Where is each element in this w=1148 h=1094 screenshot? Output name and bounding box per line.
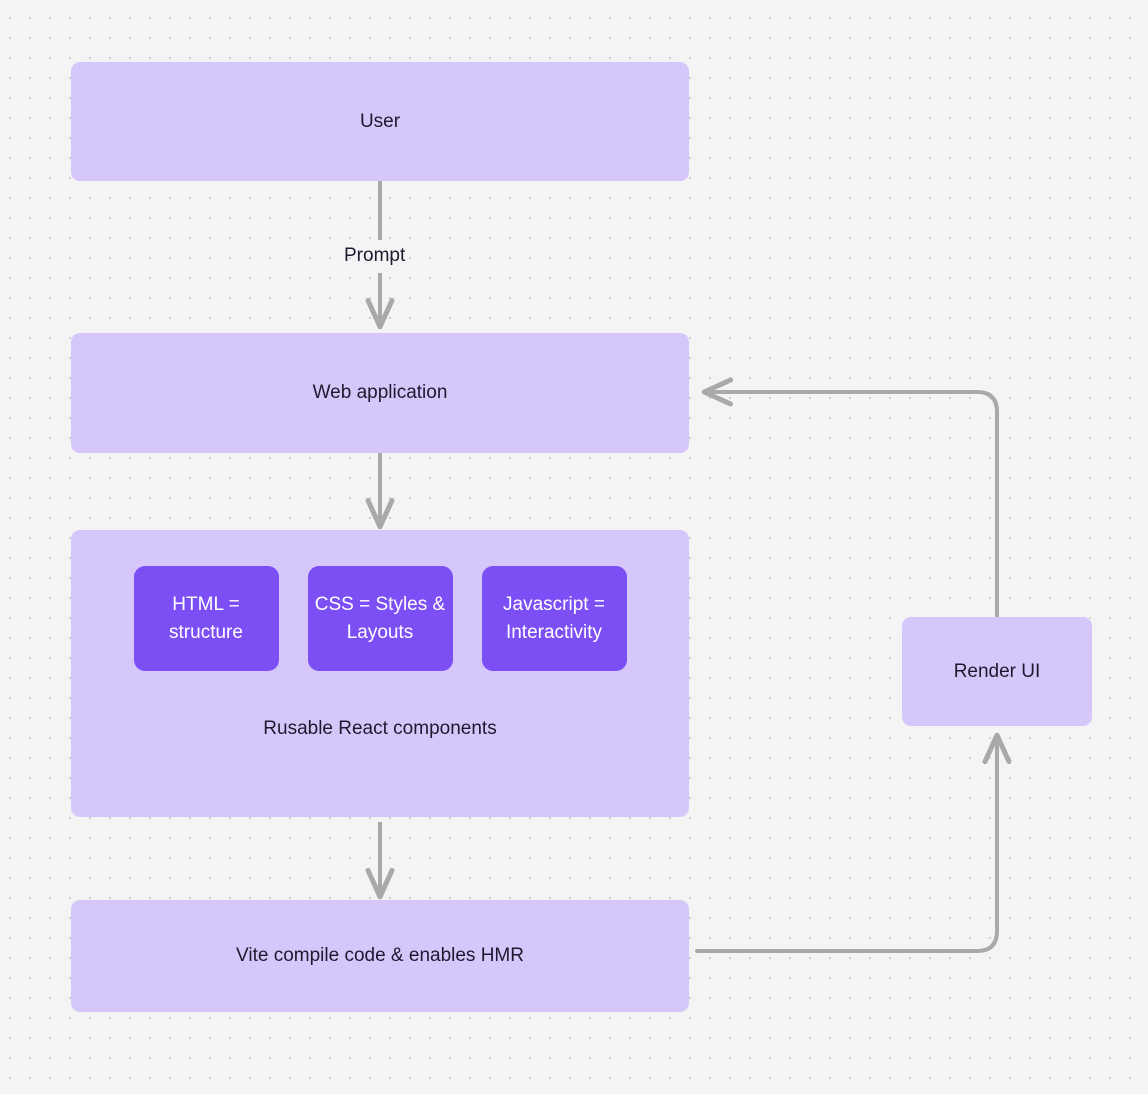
edge-label-prompt: Prompt bbox=[344, 245, 406, 266]
node-user[interactable]: User bbox=[71, 62, 689, 181]
node-web-application-label: Web application bbox=[312, 382, 448, 404]
edge-vite-to-render bbox=[695, 732, 1012, 953]
node-vite[interactable]: Vite compile code & enables HMR bbox=[71, 900, 689, 1012]
chip-html[interactable]: HTML = structure bbox=[133, 566, 279, 671]
chip-row: HTML = structure CSS = Styles & Layouts … bbox=[71, 566, 689, 671]
node-react-components[interactable]: HTML = structure CSS = Styles & Layouts … bbox=[71, 530, 689, 817]
chip-javascript[interactable]: Javascript = Interactivity bbox=[481, 566, 627, 671]
node-render-ui-label: Render UI bbox=[953, 660, 1041, 682]
edge-render-to-web bbox=[701, 377, 999, 619]
react-components-caption: Rusable React components bbox=[263, 718, 497, 739]
node-user-label: User bbox=[359, 110, 401, 132]
node-render-ui[interactable]: Render UI bbox=[902, 617, 1092, 726]
node-web-application[interactable]: Web application bbox=[71, 333, 689, 453]
chip-html-label: HTML = structure bbox=[169, 593, 243, 643]
chip-javascript-label: Javascript = Interactivity bbox=[503, 593, 605, 643]
node-vite-label: Vite compile code & enables HMR bbox=[236, 945, 524, 967]
chip-css-label: CSS = Styles & Layouts bbox=[314, 593, 446, 643]
chip-css[interactable]: CSS = Styles & Layouts bbox=[307, 566, 453, 671]
